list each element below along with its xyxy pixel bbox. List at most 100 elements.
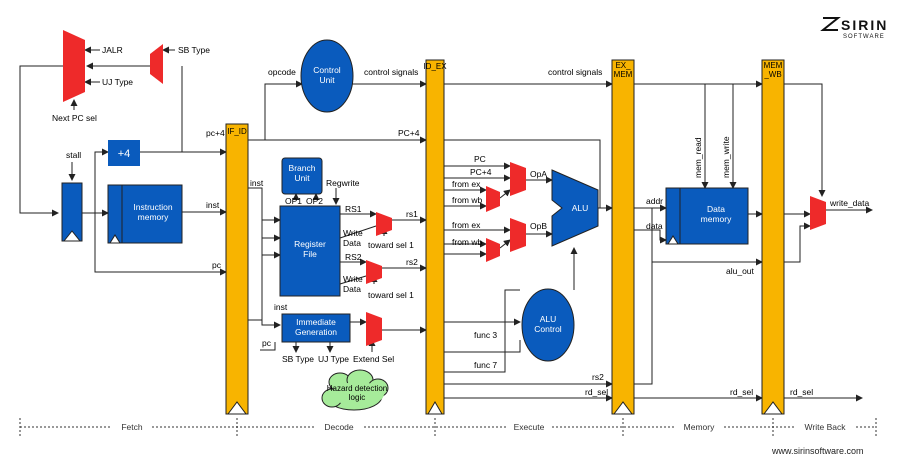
regwrite-label: Regwrite <box>326 178 360 188</box>
from-ex-label-1: from ex <box>452 179 481 189</box>
jalr-label: JALR <box>102 45 123 55</box>
website-link[interactable]: www.sirinsoftware.com <box>771 446 864 456</box>
opb-mux <box>510 218 526 252</box>
rs2-mem-label: rs2 <box>592 372 604 382</box>
mem-write-label: mem_write <box>721 136 731 178</box>
mem-wb-register: MEM_WB <box>761 59 785 415</box>
rs1-in-label: RS1 <box>345 204 362 214</box>
data-label: data <box>646 221 663 231</box>
sirin-logo: SIRIN SOFTWARE <box>820 17 888 40</box>
mem-read-label: mem_read <box>693 137 703 178</box>
inst-label-b: inst <box>250 178 264 188</box>
imem-clock-icon <box>109 234 121 244</box>
if-id-register: IF_ID <box>225 123 249 415</box>
op1-label: OP1 <box>285 196 302 206</box>
uj-type-bot-label: UJ Type <box>318 354 349 364</box>
inst-label-a: inst <box>206 200 220 210</box>
stage-execute: Execute <box>514 422 545 432</box>
pc4-label-b: PC+4 <box>398 128 420 138</box>
func3-label: func 3 <box>474 330 497 340</box>
rs2-mux <box>366 260 382 284</box>
control-unit <box>300 39 354 113</box>
opcode-label: opcode <box>268 67 296 77</box>
stage-decode: Decode <box>324 422 354 432</box>
rs1-out-label: rs1 <box>406 209 418 219</box>
stall-label: stall <box>66 150 81 160</box>
rd-sel-label-3: rd_sel <box>790 387 813 397</box>
writeback-mux <box>810 196 826 230</box>
func7-label: func 7 <box>474 360 497 370</box>
opb-label: OpB <box>530 221 547 231</box>
pc-clock-icon <box>62 230 82 242</box>
alu <box>551 169 599 247</box>
register-file <box>279 205 341 297</box>
plus4-adder <box>108 140 140 166</box>
pc4-ex-label: PC+4 <box>470 167 492 177</box>
rs2-out-label: rs2 <box>406 257 418 267</box>
immediate-generation <box>281 313 351 343</box>
ex-mem-label: EX_MEM <box>614 61 633 79</box>
if-id-label: IF_ID <box>227 127 247 136</box>
stage-write-back: Write Back <box>805 422 847 432</box>
sb-type-bot-label: SB Type <box>282 354 314 364</box>
alu-control <box>521 288 575 362</box>
inst-label-c: inst <box>274 302 288 312</box>
write-data-label: write_data <box>829 198 869 208</box>
plus4-label: +4 <box>118 148 131 160</box>
rs1-mux <box>376 212 392 236</box>
ex-mem-register: EX_MEM <box>611 59 635 415</box>
branch-unit <box>281 157 323 195</box>
rd-sel-label-1: rd_sel <box>585 387 608 397</box>
toward-sel-label-2: toward sel 1 <box>368 290 414 300</box>
alu-label: ALU <box>572 203 589 213</box>
opa-mux <box>510 162 526 196</box>
from-ex-label-2: from ex <box>452 220 481 230</box>
pc-ex-label: PC <box>474 154 486 164</box>
from-wb-label-1: from wb <box>452 195 483 205</box>
toward-sel-label-1: toward sel 1 <box>368 240 414 250</box>
logo-name: SIRIN <box>841 17 888 33</box>
pc4-label-a: pc+4 <box>206 128 225 138</box>
mem-wb-label: MEM_WB <box>763 61 782 79</box>
stage-memory: Memory <box>684 422 715 432</box>
stage-fetch: Fetch <box>121 422 143 432</box>
opa-label: OpA <box>530 169 547 179</box>
op2-label: OP2 <box>306 196 323 206</box>
sb-type-mux <box>150 44 163 84</box>
alu-out-label: alu_out <box>726 266 755 276</box>
sb-type-top-label: SB Type <box>178 45 210 55</box>
id-ex-label: ID_EX <box>423 62 447 71</box>
next-pc-mux <box>63 30 85 102</box>
dmem-clock-icon <box>667 235 679 245</box>
imm-mux <box>366 312 382 346</box>
pc-label-b: pc <box>262 338 272 348</box>
control-signals-label-2: control signals <box>548 67 602 77</box>
fwd-a-mux <box>486 186 500 212</box>
rd-sel-label-2: rd_sel <box>730 387 753 397</box>
control-signals-label-1: control signals <box>364 67 418 77</box>
pc-label-a: pc <box>212 260 222 270</box>
rs2-in-label: RS2 <box>345 252 362 262</box>
stage-bar: Fetch Decode Execute Memory Write Back <box>19 418 877 436</box>
fwd-b-mux <box>486 238 500 262</box>
instruction-memory <box>107 184 183 244</box>
extend-sel-label: Extend Sel <box>353 354 394 364</box>
uj-type-top-label: UJ Type <box>102 77 133 87</box>
logo-sub: SOFTWARE <box>843 34 885 40</box>
from-wb-label-2: from wb <box>452 237 483 247</box>
id-ex-register: ID_EX <box>423 59 447 415</box>
wires <box>19 46 873 402</box>
addr-label: addr <box>646 196 663 206</box>
